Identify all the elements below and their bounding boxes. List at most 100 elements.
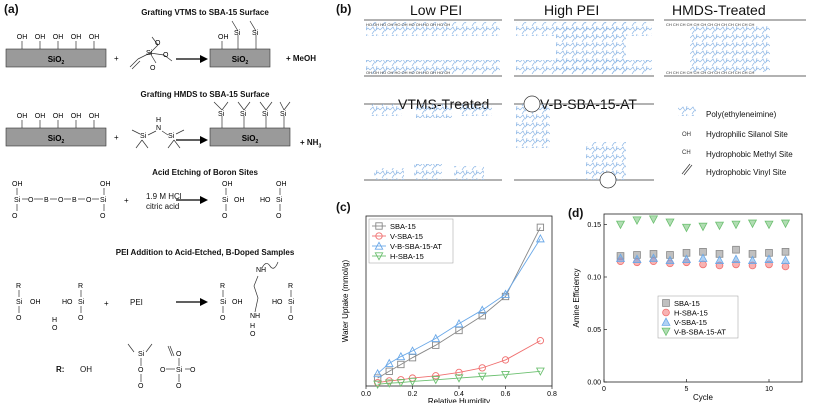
- svg-text:Si: Si: [288, 299, 295, 306]
- reaction-arrow-3: [176, 196, 208, 204]
- data-point-SBA-15: [536, 223, 545, 231]
- data-point-V-B-SBA-15-AT: [665, 218, 675, 228]
- series-line-SBA-15: [377, 227, 541, 379]
- data-point-H-SBA-15: [699, 260, 707, 269]
- svg-text:O: O: [86, 197, 92, 204]
- svg-text:Si: Si: [16, 299, 23, 306]
- legend-label-SBA-15: SBA-15: [674, 299, 700, 308]
- svg-text:CH CH CH CH CH CH CH CH CH CH: CH CH CH CH CH CH CH CH CH CH CH CH CH: [666, 70, 755, 75]
- svg-text:HO: HO: [272, 299, 283, 306]
- x-tick-label: 0.6: [501, 391, 511, 398]
- data-point-V-SBA-15: [648, 253, 659, 262]
- y-axis-label: Water Uptake (mmol/g): [341, 259, 350, 342]
- data-point-V-SBA-15: [714, 255, 725, 264]
- legend-marker-SBA-15: [375, 222, 383, 230]
- data-point-V-B-SBA-15-AT: [632, 216, 642, 226]
- svg-text:O: O: [160, 367, 166, 374]
- svg-text:O: O: [78, 315, 84, 322]
- reaction-arrow-1: [176, 55, 208, 63]
- svg-text:OH: OH: [276, 181, 287, 188]
- data-point-SBA-15: [781, 248, 790, 256]
- data-point-V-SBA-15: [665, 255, 675, 264]
- svg-text:Si: Si: [222, 197, 229, 204]
- svg-text:O: O: [12, 213, 18, 220]
- svg-text:NH: NH: [256, 267, 266, 274]
- svg-text:O: O: [190, 367, 196, 374]
- data-point-V-B-SBA-15-AT: [384, 358, 394, 367]
- section-hmds-title: Grafting HMDS to SBA-15 Surface: [140, 90, 270, 99]
- legend-marker-H-SBA-15: [374, 252, 384, 261]
- svg-text:Si: Si: [138, 351, 145, 358]
- legend-box: [657, 295, 739, 339]
- nh3-product: + NH3: [300, 138, 322, 150]
- svg-text:B: B: [44, 197, 49, 204]
- legend-label-V-B-SBA-15-AT: V-B-SBA-15-AT: [674, 328, 726, 337]
- svg-text:O: O: [276, 213, 282, 220]
- svg-text:O: O: [28, 197, 34, 204]
- svg-text:OH: OH: [71, 113, 82, 120]
- data-point-V-B-SBA-15-AT: [477, 305, 487, 314]
- data-point-V-SBA-15: [764, 254, 774, 263]
- svg-text:OH: OH: [17, 34, 28, 41]
- svg-text:Si: Si: [252, 30, 259, 37]
- svg-text:O: O: [58, 197, 64, 204]
- legend-box: [368, 218, 454, 264]
- svg-text:O: O: [176, 383, 182, 390]
- data-point-SBA-15: [385, 367, 393, 375]
- data-point-V-B-SBA-15-AT: [408, 346, 417, 355]
- svg-text:Si: Si: [220, 299, 227, 306]
- series-line-V-B-SBA-15-AT: [377, 238, 541, 374]
- data-point-V-SBA-15: [632, 254, 642, 263]
- data-point-V-B-SBA-15-AT: [731, 220, 741, 230]
- svg-text:HO OH HO OH HO OH HO OH HO OH: HO OH HO OH HO OH HO OH HO OH HO OH: [366, 22, 450, 27]
- data-point-H-SBA-15: [396, 378, 406, 388]
- svg-text:OH: OH: [12, 181, 23, 188]
- hmds-treated-title: HMDS-Treated: [672, 2, 766, 18]
- svg-text:+: +: [114, 54, 119, 63]
- citric-acid-reagent: citric acid: [146, 202, 180, 211]
- svg-text:OH: OH: [232, 299, 243, 306]
- reaction-arrow-2: [176, 136, 208, 144]
- svg-text:O: O: [288, 315, 294, 322]
- panel-c-label: (c): [336, 200, 351, 214]
- svg-text:+: +: [124, 196, 129, 205]
- panel-a-label: (a): [4, 2, 19, 16]
- vtms-molecule: [129, 36, 173, 70]
- svg-text:Si: Si: [168, 133, 175, 140]
- data-point-V-SBA-15: [501, 356, 510, 364]
- section-pei-title: PEI Addition to Acid-Etched, B-Doped Sam…: [115, 248, 295, 257]
- data-point-H-SBA-15: [408, 377, 417, 387]
- svg-text:OH: OH: [35, 113, 46, 120]
- vb-sba-pore: [514, 95, 654, 189]
- x-tick-label: 10: [765, 386, 773, 393]
- panel-b-schematics: HO OH HO OH HO OH HO OH HO OH HO OH OH O…: [364, 19, 806, 189]
- svg-text:Si: Si: [262, 111, 269, 118]
- low-pei-title: Low PEI: [410, 2, 463, 18]
- data-point-V-B-SBA-15-AT: [373, 368, 383, 378]
- svg-text:CH CH CH CH CH CH CH CH CH CH: CH CH CH CH CH CH CH CH CH CH CH CH CH: [666, 22, 755, 27]
- svg-text:O: O: [138, 367, 144, 374]
- data-point-V-B-SBA-15-AT: [501, 289, 510, 298]
- data-point-V-B-SBA-15-AT: [764, 220, 774, 230]
- data-point-V-SBA-15: [698, 253, 708, 262]
- svg-text:OH OH HO OH HO OH HO OH HO OH: OH OH HO OH HO OH HO OH HO OH HO OH: [366, 70, 450, 75]
- svg-text:OH: OH: [71, 34, 82, 41]
- legend-label-V-B-SBA-15-AT: V-B-SBA-15-AT: [390, 242, 442, 251]
- high-pei-title: High PEI: [544, 2, 600, 18]
- x-axis-label: Cycle: [693, 393, 714, 402]
- data-point-V-SBA-15: [615, 253, 626, 262]
- hcl-reagent: 1.9 M HCl: [146, 192, 182, 201]
- svg-text:O: O: [222, 213, 228, 220]
- data-point-SBA-15: [732, 245, 740, 254]
- svg-text:Si: Si: [78, 299, 85, 306]
- svg-text:SiO2: SiO2: [48, 134, 65, 145]
- svg-text:O: O: [163, 52, 169, 59]
- y-tick-label: 0.00: [587, 380, 601, 387]
